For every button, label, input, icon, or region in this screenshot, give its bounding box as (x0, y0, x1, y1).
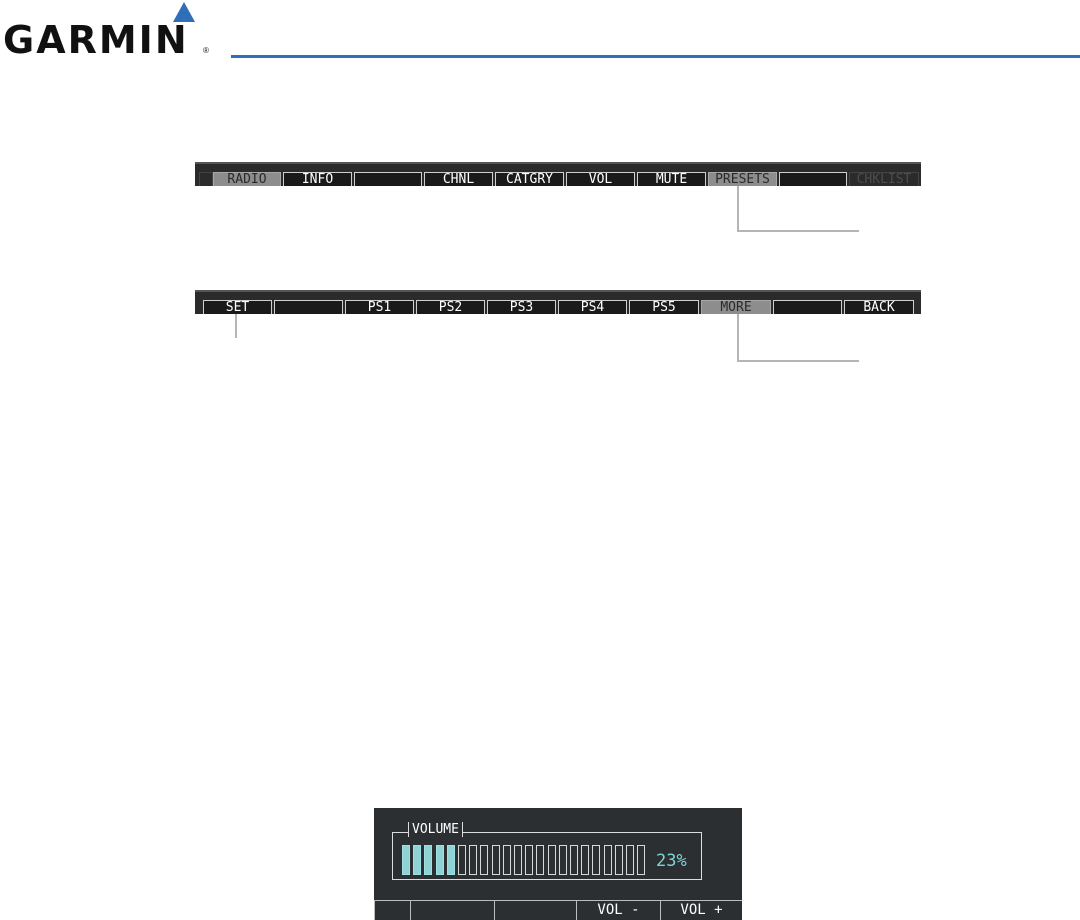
volume-segment (581, 845, 590, 875)
softkey-catgry[interactable]: CATGRY (495, 172, 564, 186)
vol-softkey-blank-1[interactable] (374, 900, 410, 920)
volume-segment (536, 845, 545, 875)
volume-segment (424, 845, 433, 875)
softkey-info[interactable]: INFO (283, 172, 352, 186)
softkey-ps4[interactable]: PS4 (558, 300, 627, 314)
softkey-blank-2[interactable] (354, 172, 422, 186)
garmin-wordmark: GARMIN (3, 18, 189, 62)
garmin-logo: GARMIN ® (3, 0, 213, 62)
volume-bar-graph (402, 845, 648, 875)
softkey-blank-1[interactable] (199, 172, 213, 186)
softkey-bar-main: RADIO INFO CHNL CATGRY VOL MUTE PRESETS … (195, 162, 921, 186)
volume-segment (525, 845, 534, 875)
volume-segment (435, 845, 444, 875)
softkey-ps5[interactable]: PS5 (629, 300, 699, 314)
softkey-radio[interactable]: RADIO (213, 172, 281, 186)
softkey-back[interactable]: BACK (844, 300, 914, 314)
softkey-blank-3[interactable] (779, 172, 847, 186)
softkey-vol[interactable]: VOL (566, 172, 635, 186)
softkey-chklist[interactable]: CHKLIST (849, 172, 919, 186)
softkey-blank-5[interactable] (773, 300, 842, 314)
volume-segment (446, 845, 455, 875)
volume-percent: 23% (656, 851, 687, 871)
volume-segment (491, 845, 500, 875)
vol-minus-button[interactable]: VOL - (576, 900, 660, 920)
softkey-blank-4[interactable] (274, 300, 343, 314)
volume-segment (402, 845, 410, 875)
softkey-presets[interactable]: PRESETS (708, 172, 777, 186)
softkey-mute[interactable]: MUTE (637, 172, 706, 186)
header-rule (231, 55, 1080, 58)
callout-line-more-vertical (737, 314, 739, 362)
softkey-ps1[interactable]: PS1 (345, 300, 414, 314)
softkey-ps2[interactable]: PS2 (416, 300, 485, 314)
callout-line-presets-horizontal (737, 230, 859, 232)
softkey-ps3[interactable]: PS3 (487, 300, 556, 314)
volume-segment (603, 845, 612, 875)
softkey-more[interactable]: MORE (701, 300, 771, 314)
vol-softkey-blank-3[interactable] (494, 900, 576, 920)
volume-softkey-row: VOL - VOL + (374, 900, 742, 920)
vol-plus-button[interactable]: VOL + (660, 900, 742, 920)
softkey-chnl[interactable]: CHNL (424, 172, 493, 186)
volume-segment (570, 845, 578, 875)
volume-segment (413, 845, 422, 875)
vol-softkey-blank-2[interactable] (410, 900, 494, 920)
callout-line-more-horizontal (737, 360, 859, 362)
registered-mark: ® (203, 46, 209, 55)
volume-segment (502, 845, 511, 875)
volume-segment (514, 845, 522, 875)
softkey-set[interactable]: SET (203, 300, 272, 314)
volume-segment (558, 845, 567, 875)
volume-segment (637, 845, 646, 875)
volume-segment (626, 845, 634, 875)
volume-segment (480, 845, 489, 875)
volume-segment (614, 845, 623, 875)
callout-line-set (235, 314, 237, 338)
volume-segment (547, 845, 556, 875)
softkey-bar-presets: SET PS1 PS2 PS3 PS4 PS5 MORE BACK (195, 290, 921, 314)
callout-line-presets-vertical (737, 186, 739, 232)
volume-window: VOLUME 23% VOL - VOL + (374, 808, 742, 920)
volume-segment (592, 845, 601, 875)
volume-segment (458, 845, 466, 875)
volume-label: VOLUME (408, 822, 463, 837)
volume-segment (469, 845, 478, 875)
volume-box (392, 832, 702, 880)
triangle-up-icon (173, 2, 195, 22)
